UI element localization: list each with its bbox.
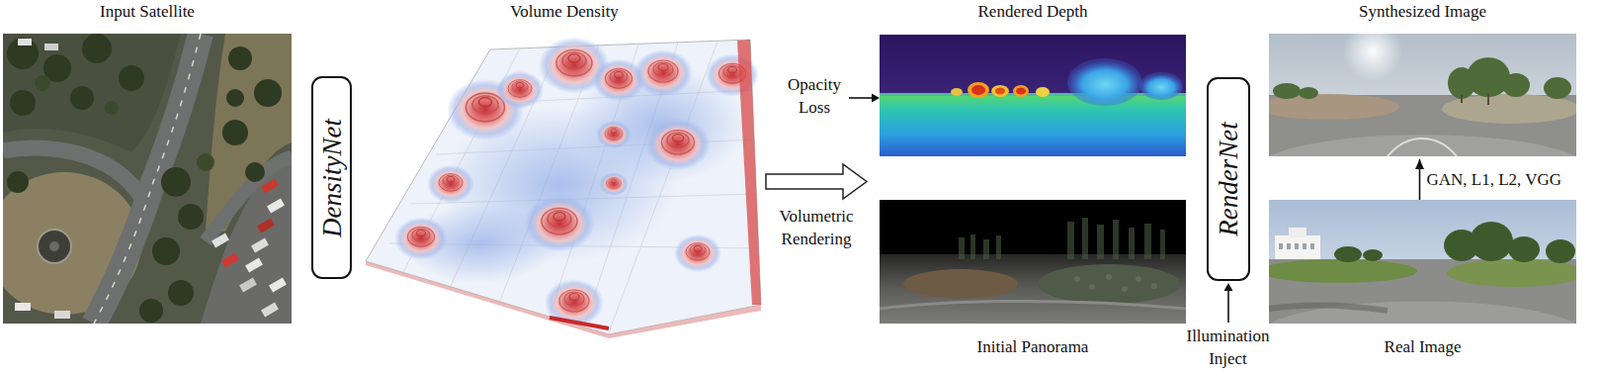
initial-panorama-image [879, 199, 1186, 324]
panel-title: Synthesized Image [1229, 1, 1600, 22]
image-panel: Input Satellite [2, 33, 292, 324]
image-panel: Synthesized Image [1268, 33, 1577, 157]
image-panel: Volume Density [361, 35, 767, 338]
hollow-arrow [765, 164, 867, 199]
depth-image [879, 34, 1186, 157]
panel-title: Initial Panorama [840, 336, 1226, 357]
volume-density-plot [365, 36, 761, 338]
panel-title: Volume Density [322, 1, 807, 22]
network-box: RenderNet [1206, 77, 1251, 281]
arrow-head [1224, 282, 1234, 291]
real-image [1259, 199, 1586, 324]
network-name: RenderNet [1212, 121, 1245, 236]
leader-arrow [1227, 289, 1230, 323]
image-panel: Rendered Depth [879, 34, 1186, 157]
annotation-label: Volumetric Rendering [766, 204, 866, 251]
image-panel: Real Image [1268, 199, 1577, 324]
leader-arrow [848, 96, 873, 99]
synthesized-image [1257, 21, 1581, 157]
arrow-head [871, 93, 880, 103]
annotation-label: Opacity Loss [779, 73, 849, 119]
edge-label: GAN, L1, L2, VGG [1427, 168, 1563, 191]
network-name: DensityNet [316, 118, 348, 238]
panel-title: Rendered Depth [840, 1, 1226, 22]
satellite-image [0, 33, 292, 324]
image-panel: Initial Panorama [879, 199, 1186, 324]
loss-arrow [1419, 159, 1422, 200]
panel-title: Real Image [1229, 336, 1600, 357]
annotation-label: Illumination Inject [1176, 324, 1280, 370]
network-box: DensityNet [311, 76, 352, 279]
panel-title: Input Satellite [0, 1, 332, 22]
